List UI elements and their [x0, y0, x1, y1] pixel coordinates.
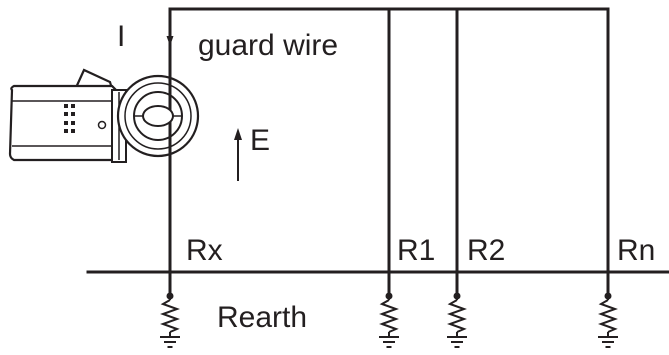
- rearth-label: Rearth: [217, 301, 307, 334]
- emf-arrow-icon: [234, 128, 242, 181]
- earth-resistor-icon: [446, 292, 468, 348]
- rn-label: Rn: [617, 234, 655, 267]
- clamp-earth-tester-icon: [8, 68, 200, 163]
- earth-resistor-icon: [378, 292, 400, 348]
- earth-resistor-icon: [159, 292, 181, 348]
- current-label: I: [117, 20, 125, 53]
- r1-label: R1: [397, 234, 435, 267]
- guard-wire-label: guard wire: [198, 29, 338, 62]
- r2-label: R2: [467, 234, 505, 267]
- earth-resistor-icon: [597, 292, 619, 348]
- rx-label: Rx: [186, 234, 223, 267]
- emf-label: E: [250, 124, 270, 157]
- current-arrow-icon: [166, 36, 174, 46]
- electrode-stubs: [168, 270, 610, 298]
